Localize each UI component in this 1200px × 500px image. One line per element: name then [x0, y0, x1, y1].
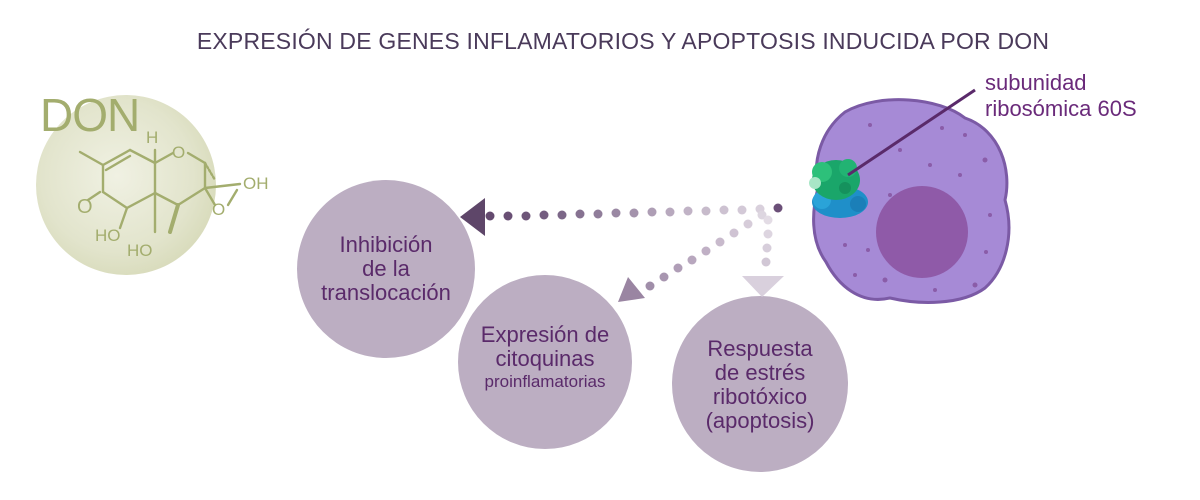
ribosome-label-line2: ribosómica 60S — [985, 96, 1137, 121]
effect-cytokines-line2: citoquinas — [495, 346, 595, 371]
bubble-translocation — [297, 180, 475, 358]
effect-translocation-line1: Inhibición — [339, 232, 433, 257]
don-structure — [78, 148, 242, 234]
cell-granules — [843, 123, 992, 292]
don-label: DON — [40, 89, 140, 141]
chem-label-oh-top: OH — [243, 174, 269, 193]
ribosome-icon — [809, 159, 868, 218]
effect-ribotoxic-text: Respuesta de estrés ribotóxico (apoptosi… — [672, 337, 848, 433]
effect-ribotoxic-line2: de estrés — [714, 360, 806, 385]
bubble-cytokines — [458, 275, 632, 449]
effect-translocation-line2: de la — [362, 256, 410, 281]
effect-cytokines-line1: Expresión de — [480, 322, 610, 347]
bubble-ribotoxic — [672, 296, 848, 472]
ribosome-pointer-line — [847, 88, 976, 177]
arrow-to-translocation — [460, 198, 783, 236]
effect-ribotoxic-line3: ribotóxico — [712, 384, 808, 409]
chem-label-ho-left: HO — [95, 226, 121, 245]
ribosome-label: subunidad ribosómica 60S — [985, 70, 1137, 122]
diagram-title: EXPRESIÓN DE GENES INFLAMATORIOS Y APOPT… — [196, 28, 1050, 54]
cell-nucleus — [876, 186, 968, 278]
chem-label-ho-bottom: HO — [127, 241, 153, 260]
effect-translocation-text: Inhibición de la translocación — [298, 233, 474, 305]
effect-cytokines-line3: proinflamatorias — [484, 372, 606, 391]
effect-ribotoxic-line1: Respuesta — [707, 336, 813, 361]
chem-label-o-ketone: O — [77, 196, 93, 218]
chem-label-h: H — [146, 128, 159, 147]
effect-cytokines-text: Expresión de citoquinas proinflamatorias — [458, 323, 632, 393]
ribosome-label-line1: subunidad — [985, 70, 1087, 95]
arrow-to-cytokines — [618, 210, 767, 302]
chem-label-o-epoxide: O — [212, 200, 226, 219]
arrow-to-ribotoxic — [742, 215, 784, 297]
effect-translocation-line3: translocación — [321, 280, 451, 305]
effect-ribotoxic-line4: (apoptosis) — [705, 408, 815, 433]
chem-label-o-ring: O — [172, 143, 186, 162]
